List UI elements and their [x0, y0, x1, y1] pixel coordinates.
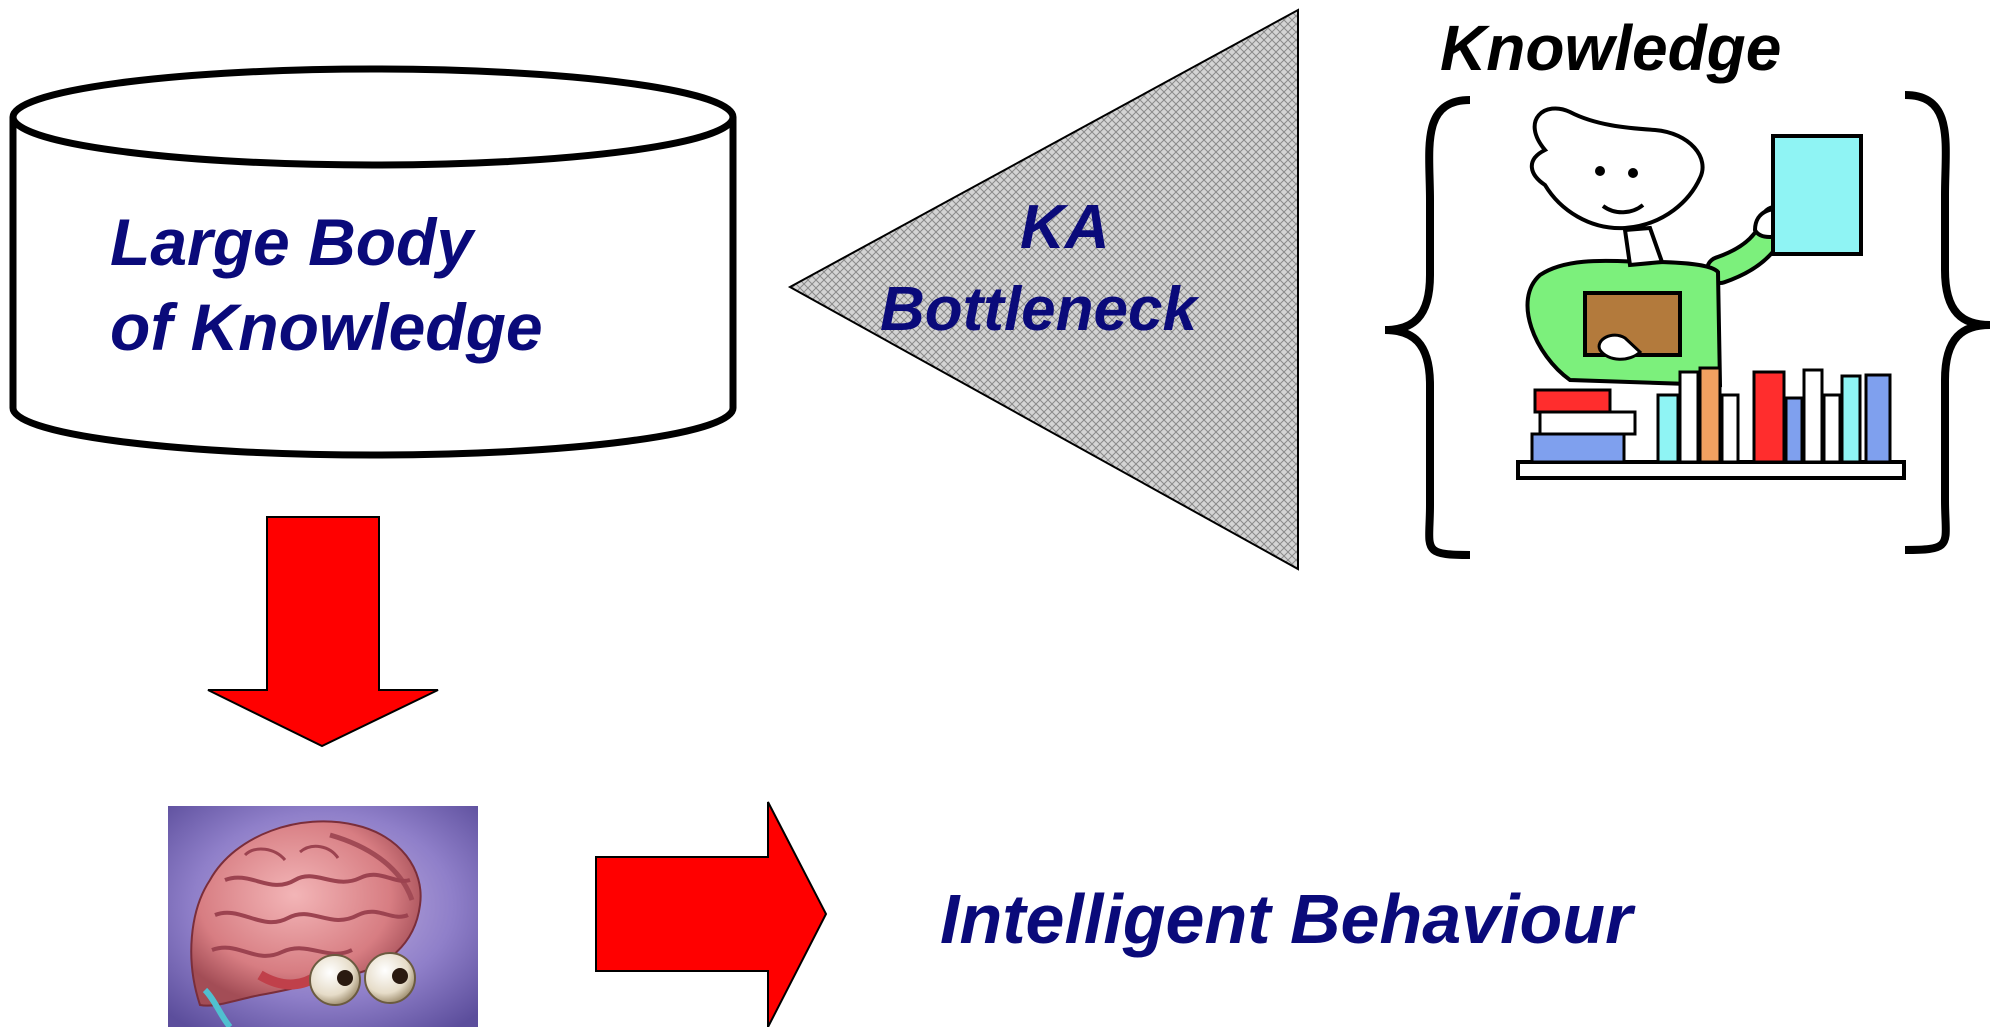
- bottleneck-label-line1: KA: [1020, 193, 1110, 262]
- person-holding-card-icon: [1516, 106, 1906, 480]
- right-curly-brace: [1904, 91, 1991, 554]
- right-arrow: [595, 801, 828, 1027]
- down-arrow: [207, 516, 439, 748]
- brain-with-eyes-icon: [168, 806, 478, 1027]
- database-label-line1: Large Body: [110, 205, 476, 279]
- intelligent-behaviour-label: Intelligent Behaviour: [940, 880, 1636, 958]
- ka-bottleneck-funnel: [787, 8, 1299, 571]
- expert-knowledge-title: Knowledge: [1440, 12, 1781, 84]
- bottleneck-label-line2: Bottleneck: [880, 275, 1200, 344]
- database-label-line2: of Knowledge: [110, 290, 543, 364]
- left-curly-brace: [1384, 96, 1471, 559]
- knowledge-database-cylinder: [9, 65, 737, 459]
